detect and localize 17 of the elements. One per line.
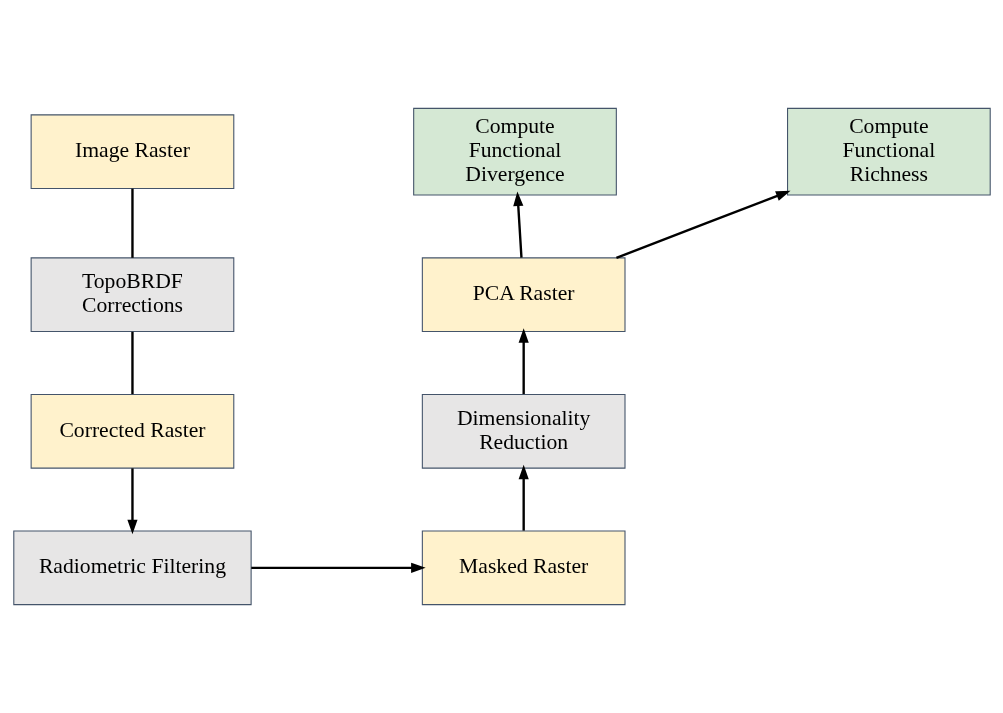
arrow: [518, 328, 529, 395]
connector: [130, 188, 134, 258]
node-box: Masked Raster: [421, 530, 626, 606]
node-box: TopoBRDF Corrections: [30, 257, 234, 333]
arrow: [250, 562, 426, 573]
arrow: [126, 468, 138, 535]
node-box: PCA Raster: [421, 257, 626, 333]
arrow: [512, 191, 523, 258]
node-box: Corrected Raster: [30, 393, 234, 469]
node-box: Image Raster: [30, 114, 234, 190]
node-box: Dimensionality Reduction: [421, 393, 626, 469]
node-box: Compute Functional Richness: [786, 107, 991, 196]
arrow: [518, 464, 529, 531]
arrow: [615, 190, 790, 259]
connector: [130, 331, 134, 395]
node-box: Radiometric Filtering: [12, 530, 252, 606]
node-box: Compute Functional Divergence: [412, 107, 617, 196]
